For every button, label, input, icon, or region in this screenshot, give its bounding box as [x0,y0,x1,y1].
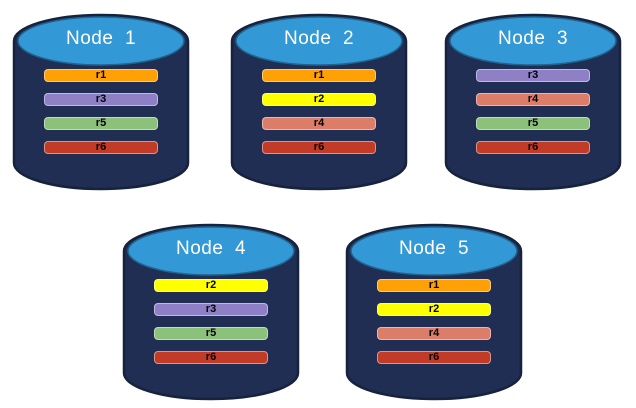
node-5: Node 5 r1 r2 r4 r6 [345,219,523,401]
replica-bar-r2: r2 [262,93,376,106]
replica-list: r1 r3 r5 r6 [44,69,158,154]
replica-bar-r4: r4 [262,117,376,130]
node-2: Node 2 r1 r2 r4 r6 [230,9,408,191]
node-title: Node 4 [175,238,247,259]
replica-bar-r5: r5 [154,327,268,340]
replica-bar-r4: r4 [476,93,590,106]
cylinder-top [127,226,295,276]
replica-bar-r2: r2 [377,303,491,316]
replica-bar-r6: r6 [262,141,376,154]
replica-bar-r3: r3 [476,69,590,82]
node-title: Node 5 [398,238,470,259]
node-3: Node 3 r3 r4 r5 r6 [444,9,622,191]
replica-list: r1 r2 r4 r6 [262,69,376,154]
node-title: Node 2 [283,28,355,49]
replica-list: r1 r2 r4 r6 [377,279,491,364]
cylinder-top [17,16,185,66]
replica-bar-r6: r6 [154,351,268,364]
node-1: Node 1 r1 r3 r5 r6 [12,9,190,191]
node-title: Node 3 [497,28,569,49]
replica-list: r3 r4 r5 r6 [476,69,590,154]
cylinder-top [350,226,518,276]
replica-bar-r1: r1 [377,279,491,292]
replica-bar-r3: r3 [154,303,268,316]
replica-list: r2 r3 r5 r6 [154,279,268,364]
cylinder-top [235,16,403,66]
cylinder-top [449,16,617,66]
replica-bar-r4: r4 [377,327,491,340]
replica-bar-r1: r1 [44,69,158,82]
replica-bar-r5: r5 [44,117,158,130]
node-4: Node 4 r2 r3 r5 r6 [122,219,300,401]
replica-bar-r2: r2 [154,279,268,292]
replica-bar-r5: r5 [476,117,590,130]
node-title: Node 1 [65,28,137,49]
replica-bar-r1: r1 [262,69,376,82]
replica-bar-r3: r3 [44,93,158,106]
replica-bar-r6: r6 [476,141,590,154]
replica-bar-r6: r6 [377,351,491,364]
replica-bar-r6: r6 [44,141,158,154]
